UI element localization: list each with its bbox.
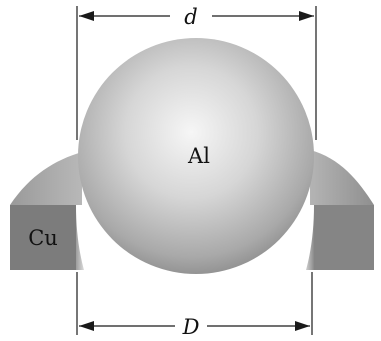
dimension-d — [76, 6, 317, 140]
ring-left-top-surface — [10, 152, 82, 205]
aluminum-sphere — [78, 38, 314, 274]
ring-right-front-face — [314, 205, 374, 270]
ring-right-top-surface — [310, 150, 374, 205]
ring-left-front-face — [10, 205, 76, 270]
ring-right-inner-bore — [306, 205, 314, 270]
label-cu: Cu — [28, 226, 58, 250]
arrowhead-d-right — [299, 11, 314, 21]
arrowhead-D-right — [295, 321, 310, 331]
label-d: d — [184, 5, 197, 29]
arrowhead-d-left — [79, 11, 94, 21]
ring-left — [10, 152, 84, 270]
dimension-D — [76, 272, 313, 335]
ring-left-inner-bore — [76, 205, 84, 270]
arrowhead-D-left — [79, 321, 94, 331]
label-D: D — [182, 315, 200, 339]
label-al: Al — [187, 144, 210, 168]
ring-right — [306, 150, 374, 270]
